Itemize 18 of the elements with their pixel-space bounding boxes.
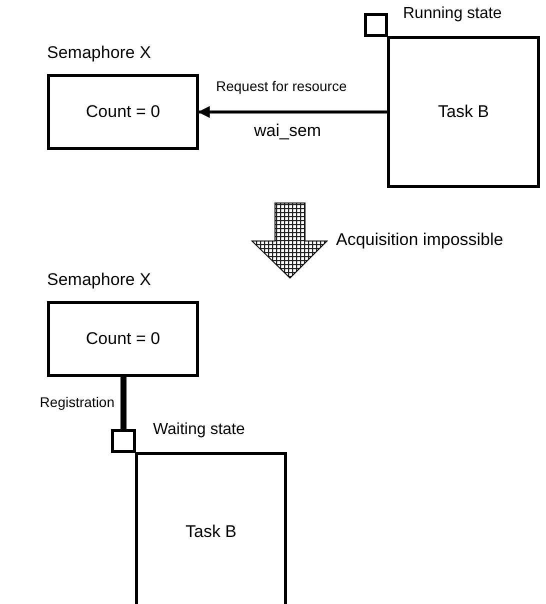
node-text: Task B xyxy=(185,522,237,542)
node-heading: Semaphore X xyxy=(47,43,151,63)
text-label: wai_sem xyxy=(254,121,322,141)
node-text: Count = 0 xyxy=(86,102,160,122)
connector-line xyxy=(120,377,126,429)
edge-label: Request for resource xyxy=(215,78,348,94)
text-label: Acquisition impossible xyxy=(336,230,504,250)
edge-label: Registration xyxy=(38,394,116,410)
state-box xyxy=(364,13,388,37)
task-box xyxy=(387,36,540,188)
task-box xyxy=(135,452,287,604)
node-text: Task B xyxy=(438,102,490,122)
arrow xyxy=(198,106,387,118)
state-label: Waiting state xyxy=(153,421,245,439)
state-label: Running state xyxy=(403,5,502,23)
node-text: Count = 0 xyxy=(86,329,160,349)
state-box xyxy=(111,429,136,453)
node-heading: Semaphore X xyxy=(47,270,151,290)
